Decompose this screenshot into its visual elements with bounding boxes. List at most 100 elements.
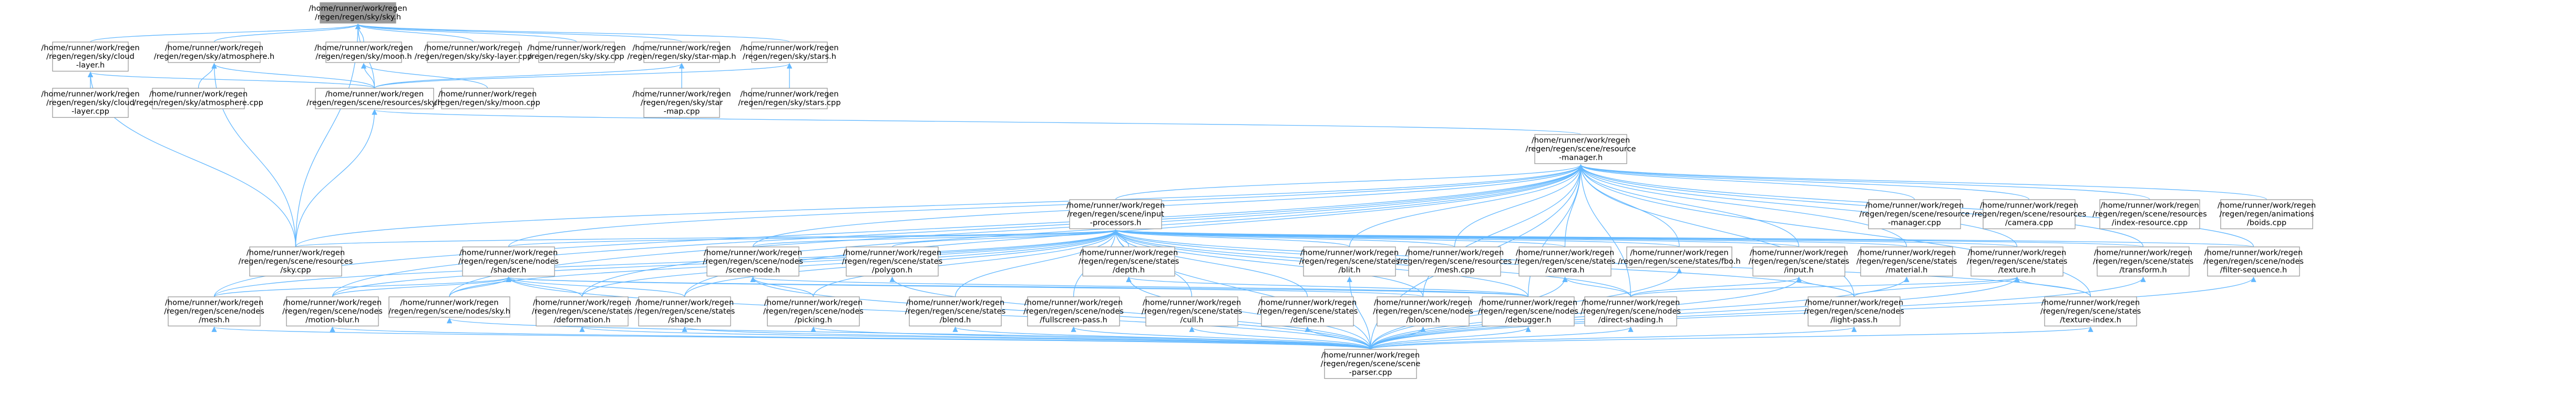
node-states-deformation-h[interactable]: /home/runner/work/regen/regen/regen/scen… xyxy=(532,296,632,327)
node-label-line: /home/runner/work/regen xyxy=(1143,298,1241,307)
node-states-cull-h[interactable]: /home/runner/work/regen/regen/regen/scen… xyxy=(1142,296,1242,327)
node-sky-layer-cpp[interactable]: /home/runner/work/regen/regen/regen/sky/… xyxy=(415,42,532,63)
node-states-camera-h[interactable]: /home/runner/work/regen/regen/regen/scen… xyxy=(1515,246,1615,277)
node-states-shape-h[interactable]: /home/runner/work/regen/regen/regen/scen… xyxy=(634,296,735,327)
node-resource-manager-cpp[interactable]: /home/runner/work/regen/regen/regen/scen… xyxy=(1860,199,1970,230)
node-label-line: /regen/regen/scene/states xyxy=(1079,257,1179,266)
node-resource-manager-h[interactable]: /home/runner/work/regen/regen/regen/scen… xyxy=(1526,134,1636,164)
node-res-sky-h[interactable]: /home/runner/work/regen/regen/regen/scen… xyxy=(306,88,443,109)
node-nodes-sky-h[interactable]: /home/runner/work/regen/regen/regen/scen… xyxy=(388,296,510,318)
edge-res-sky-cpp-to-resource-manager-h xyxy=(295,164,1584,247)
node-label-line: /home/runner/work/regen xyxy=(1321,351,1420,360)
node-box xyxy=(1626,246,1732,268)
node-cloud-layer-h[interactable]: /home/runner/work/regen/regen/regen/sky/… xyxy=(41,42,140,72)
node-box xyxy=(1518,246,1612,277)
node-label-line: /material.h xyxy=(1886,266,1928,275)
node-label-line: /camera.h xyxy=(1546,266,1585,275)
node-states-material-h[interactable]: /home/runner/work/regen/regen/regen/scen… xyxy=(1856,246,1957,277)
edge-scene-parser-cpp-to-states-deformation-h xyxy=(580,326,1371,350)
edge-nodes-scene-node-h-to-resource-manager-h xyxy=(752,164,1584,247)
edge-nodes-direct-shading-h-to-resource-manager-h xyxy=(1578,164,1631,297)
node-atmosphere-h[interactable]: /home/runner/work/regen/regen/regen/sky/… xyxy=(154,42,275,63)
node-box xyxy=(1261,296,1354,327)
node-label-line: /mesh.cpp xyxy=(1434,266,1474,275)
node-label-line: /texture.h xyxy=(1998,266,2036,275)
node-sky-cpp[interactable]: /home/runner/work/regen/regen/regen/sky/… xyxy=(527,42,626,63)
node-moon-h[interactable]: /home/runner/work/regen/regen/regen/sky/… xyxy=(314,42,413,63)
edge-states-shape-h-to-nodes-shader-h xyxy=(506,276,685,297)
node-label-line: /home/runner/work/regen xyxy=(1300,248,1399,257)
edge-anim-boids-cpp-to-resource-manager-h xyxy=(1578,164,2267,200)
node-res-sky-cpp[interactable]: /home/runner/work/regen/regen/regen/scen… xyxy=(239,246,353,277)
node-anim-boids-cpp[interactable]: /home/runner/work/regen/regen/regen/anim… xyxy=(2218,199,2316,230)
edge-nodes-scene-node-h-to-input-processors-h xyxy=(752,229,1118,247)
node-states-blit-h[interactable]: /home/runner/work/regen/regen/regen/scen… xyxy=(1299,246,1400,277)
node-star-map-cpp[interactable]: /home/runner/work/regen/regen/regen/sky/… xyxy=(632,88,731,118)
node-res-mesh-cpp[interactable]: /home/runner/work/regen/regen/regen/scen… xyxy=(1398,246,1512,277)
node-label-line: /home/runner/work/regen xyxy=(424,44,522,53)
node-nodes-picking-h[interactable]: /home/runner/work/regen/regen/regen/scen… xyxy=(763,296,864,327)
edge-nodes-sky-h-to-resource-manager-h xyxy=(449,164,1584,297)
node-states-polygon-h[interactable]: /home/runner/work/regen/regen/regen/scen… xyxy=(842,246,942,277)
node-nodes-shader-h[interactable]: /home/runner/work/regen/regen/regen/scen… xyxy=(458,246,559,277)
node-label-line: /regen/regen/scene/states xyxy=(634,307,735,316)
node-states-fbo-h[interactable]: /home/runner/work/regen/regen/regen/scen… xyxy=(1618,246,1741,268)
node-label-line: /home/runner/work/regen xyxy=(41,90,139,99)
node-states-texture-index-h[interactable]: /home/runner/work/regen/regen/regen/scen… xyxy=(2040,296,2141,327)
node-label-line: /home/runner/work/regen xyxy=(527,44,625,53)
node-stars-h[interactable]: /home/runner/work/regen/regen/regen/sky/… xyxy=(740,42,839,63)
node-label-line: /boids.cpp xyxy=(2247,219,2286,227)
node-states-texture-h[interactable]: /home/runner/work/regen/regen/regen/scen… xyxy=(1967,246,2067,277)
node-box xyxy=(286,296,379,327)
node-box xyxy=(441,88,534,109)
edge-scene-parser-cpp-to-nodes-debugger-h xyxy=(1370,326,1531,350)
node-cloud-layer-cpp[interactable]: /home/runner/work/regen/regen/regen/sky/… xyxy=(41,88,140,118)
node-sky-h[interactable]: /home/runner/work/regen/regen/regen/sky/… xyxy=(309,2,407,24)
node-nodes-mesh-h[interactable]: /home/runner/work/regen/regen/regen/scen… xyxy=(164,296,264,327)
node-nodes-fullscreen-pass-h[interactable]: /home/runner/work/regen/regen/regen/scen… xyxy=(1023,296,1124,327)
node-label-line: /picking.h xyxy=(795,316,832,325)
node-input-processors-h[interactable]: /home/runner/work/regen/regen/regen/scen… xyxy=(1066,199,1165,230)
node-box xyxy=(1482,296,1575,327)
node-label-line: /regen/regen/scene/states xyxy=(1749,257,1849,266)
node-states-depth-h[interactable]: /home/runner/work/regen/regen/regen/scen… xyxy=(1079,246,1179,277)
node-star-map-h[interactable]: /home/runner/work/regen/regen/regen/sky/… xyxy=(627,42,736,63)
node-label-line: /light-pass.h xyxy=(1831,316,1878,325)
node-nodes-filter-sequence-h[interactable]: /home/runner/work/regen/regen/regen/scen… xyxy=(2203,246,2304,277)
node-nodes-light-pass-h[interactable]: /home/runner/work/regen/regen/regen/scen… xyxy=(1804,296,1904,327)
node-label-line: /regen/regen/sky/sky.h xyxy=(315,13,401,22)
node-box xyxy=(1534,134,1627,164)
edge-nodes-motion-blur-h-to-nodes-shader-h xyxy=(332,276,511,297)
edge-scene-parser-cpp-to-nodes-mesh-h xyxy=(212,326,1371,350)
node-label-line: /home/runner/work/regen xyxy=(2041,298,2140,307)
node-box xyxy=(52,42,129,72)
node-nodes-scene-node-h[interactable]: /home/runner/work/regen/regen/regen/scen… xyxy=(703,246,803,277)
node-label-line: /regen/regen/scene/resources xyxy=(2092,210,2207,219)
node-label-line: -parser.cpp xyxy=(1349,368,1392,377)
node-nodes-direct-shading-h[interactable]: /home/runner/work/regen/regen/regen/scen… xyxy=(1581,296,1681,327)
edge-atmosphere-h-to-sky-h xyxy=(213,23,361,43)
node-label-line: /home/runner/work/regen xyxy=(533,298,631,307)
node-label-line: /home/runner/work/regen xyxy=(2094,248,2192,257)
node-label-line: /regen/regen/sky/moon.cpp xyxy=(435,98,540,107)
node-box xyxy=(638,296,731,327)
node-states-blend-h[interactable]: /home/runner/work/regen/regen/regen/scen… xyxy=(905,296,1005,327)
node-atmosphere-cpp[interactable]: /home/runner/work/regen/regen/regen/sky/… xyxy=(134,88,263,109)
node-nodes-debugger-h[interactable]: /home/runner/work/regen/regen/regen/scen… xyxy=(1478,296,1578,327)
node-states-define-h[interactable]: /home/runner/work/regen/regen/regen/scen… xyxy=(1257,296,1358,327)
node-res-index-resource-cpp[interactable]: /home/runner/work/regen/regen/regen/scen… xyxy=(2092,199,2207,230)
node-label-line: /regen/regen/scene/states xyxy=(1142,307,1242,316)
node-scene-parser-cpp[interactable]: /home/runner/work/regen/regen/regen/scen… xyxy=(1321,349,1421,379)
node-states-transform-h[interactable]: /home/runner/work/regen/regen/regen/scen… xyxy=(2093,246,2193,277)
node-nodes-bloom-h[interactable]: /home/runner/work/regen/regen/regen/scen… xyxy=(1373,296,1473,327)
node-moon-cpp[interactable]: /home/runner/work/regen/regen/regen/sky/… xyxy=(435,88,540,109)
edge-nodes-direct-shading-h-to-states-input-h xyxy=(1630,276,1802,297)
node-res-camera-cpp[interactable]: /home/runner/work/regen/regen/regen/scen… xyxy=(1972,199,2087,230)
node-stars-cpp[interactable]: /home/runner/work/regen/regen/regen/sky/… xyxy=(738,88,841,109)
node-label-line: /home/runner/work/regen xyxy=(740,44,838,53)
node-label-line: /depth.h xyxy=(1113,266,1145,275)
node-states-input-h[interactable]: /home/runner/work/regen/regen/regen/scen… xyxy=(1749,246,1849,277)
node-nodes-motion-blur-h[interactable]: /home/runner/work/regen/regen/regen/scen… xyxy=(282,296,383,327)
edge-res-index-resource-cpp-to-resource-manager-h xyxy=(1578,164,2150,200)
node-box xyxy=(643,42,720,63)
